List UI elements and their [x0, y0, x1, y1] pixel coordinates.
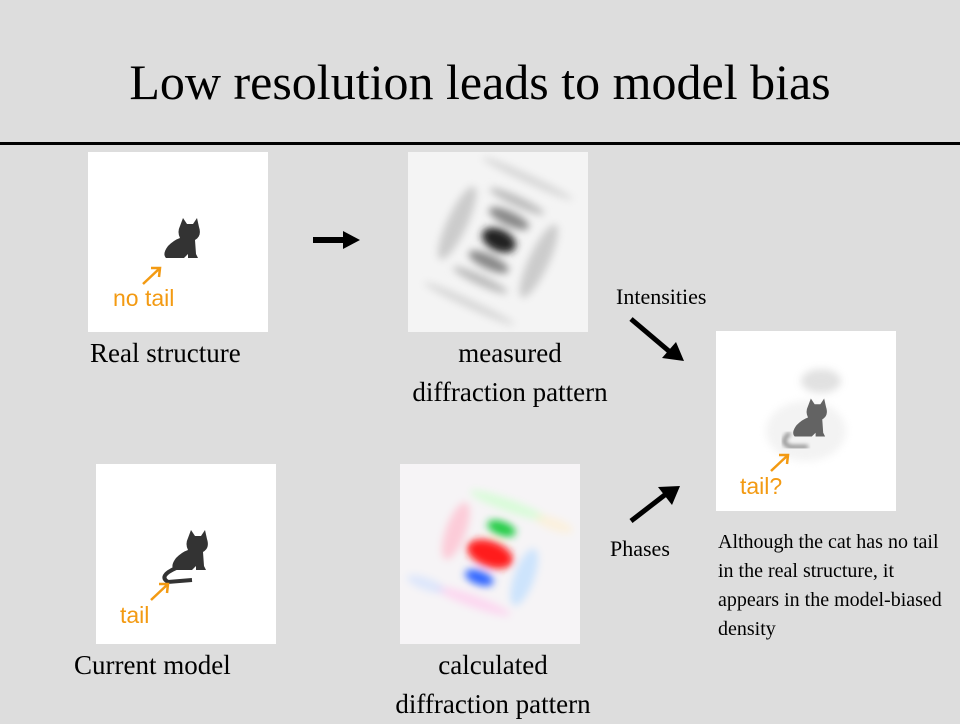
tail-question-annotation: tail? [740, 473, 783, 499]
cat-no-tail-icon [142, 218, 200, 285]
diffraction-pattern-color [407, 490, 573, 616]
title-divider [0, 142, 960, 145]
calculated-caption-line1: calculated [438, 650, 548, 680]
arrow-icon [150, 582, 170, 601]
slide-title: Low resolution leads to model bias [129, 54, 831, 110]
no-tail-annotation: no tail [113, 285, 175, 311]
right-arrow-icon [313, 231, 360, 249]
cat-with-faint-tail-icon [766, 369, 846, 472]
calculated-caption-line2: diffraction pattern [395, 689, 591, 719]
explanation-note: Although the cat has no tail in the real… [718, 531, 942, 640]
diagonal-up-arrow-icon [629, 486, 680, 523]
phases-label: Phases [610, 536, 670, 561]
arrow-icon [770, 453, 790, 472]
measured-diffraction-image [408, 152, 588, 332]
real-structure-caption: Real structure [90, 338, 241, 368]
measured-caption-line2: diffraction pattern [412, 377, 608, 407]
cat-with-tail-icon [150, 530, 208, 601]
arrow-icon [142, 266, 162, 285]
calculated-diffraction-image [400, 464, 580, 644]
diagonal-down-arrow-icon [629, 317, 684, 361]
intensities-label: Intensities [616, 284, 707, 309]
model-biased-density-image: tail? [716, 331, 896, 511]
current-model-caption: Current model [74, 650, 231, 680]
diffraction-pattern-gray [423, 157, 573, 326]
current-model-image: tail [96, 464, 276, 644]
measured-caption-line1: measured [458, 338, 562, 368]
real-structure-image: no tail [88, 152, 268, 332]
tail-annotation: tail [120, 602, 150, 628]
